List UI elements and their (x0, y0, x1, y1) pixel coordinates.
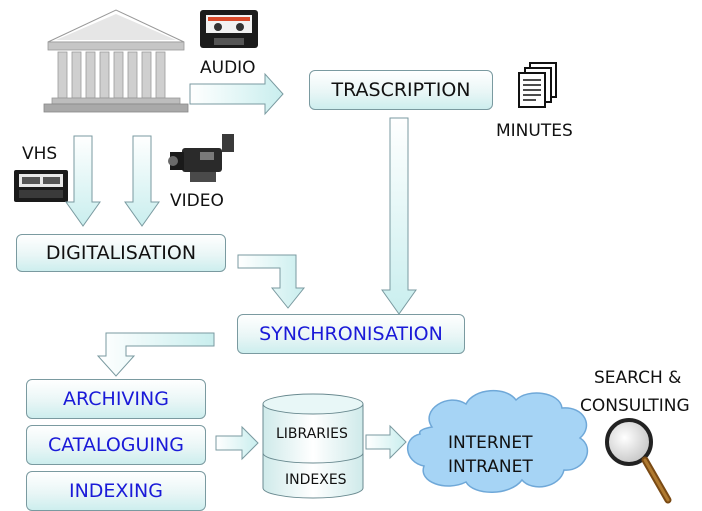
digitalisation-box[interactable]: DIGITALISATION (16, 234, 226, 272)
digitalisation-label: DIGITALISATION (45, 242, 197, 264)
cataloguing-box[interactable]: CATALOGUING (26, 425, 206, 465)
minutes-label: MINUTES (496, 121, 573, 141)
transcription-label: TRASCRIPTION (331, 79, 471, 101)
magnifying-glass-icon (605, 418, 672, 504)
arrow-video-to-digitalisation (124, 135, 160, 227)
video-label: VIDEO (170, 191, 224, 211)
vhs-label: VHS (22, 144, 58, 164)
cloud-label-line2: INTRANET (448, 457, 533, 477)
archiving-label: ARCHIVING (63, 388, 169, 410)
arrow-to-transcription (189, 72, 284, 116)
transcription-box[interactable]: TRASCRIPTION (309, 70, 493, 110)
audio-label: AUDIO (200, 58, 256, 78)
database-top-label: LIBRARIES (276, 426, 348, 442)
arrow-transcription-to-synchronisation (381, 117, 417, 315)
indexing-label: INDEXING (68, 480, 163, 502)
arrow-to-cloud (365, 424, 407, 460)
indexing-box[interactable]: INDEXING (26, 471, 206, 511)
arrow-synchronisation-to-archiving (96, 332, 215, 377)
network-cloud (407, 389, 589, 493)
arrow-to-database (215, 425, 259, 461)
synchronisation-label: SYNCHRONISATION (259, 323, 443, 345)
arrow-digitalisation-to-synchronisation (237, 254, 306, 309)
database-bottom-label: INDEXES (285, 472, 347, 488)
vhs-tape-icon (14, 170, 68, 202)
search-label-line1: SEARCH & (594, 368, 682, 388)
arrow-vhs-to-digitalisation (65, 135, 101, 227)
audio-cassette-icon (200, 10, 258, 48)
video-camera-icon (168, 134, 234, 182)
search-label-line2: CONSULTING (580, 396, 690, 416)
institution-building-icon (43, 9, 189, 113)
documents-icon (518, 62, 557, 108)
cloud-label-line1: INTERNET (448, 433, 533, 453)
archiving-box[interactable]: ARCHIVING (26, 379, 206, 419)
cataloguing-label: CATALOGUING (48, 434, 184, 456)
synchronisation-box[interactable]: SYNCHRONISATION (237, 314, 465, 354)
database-cylinder (262, 393, 364, 499)
